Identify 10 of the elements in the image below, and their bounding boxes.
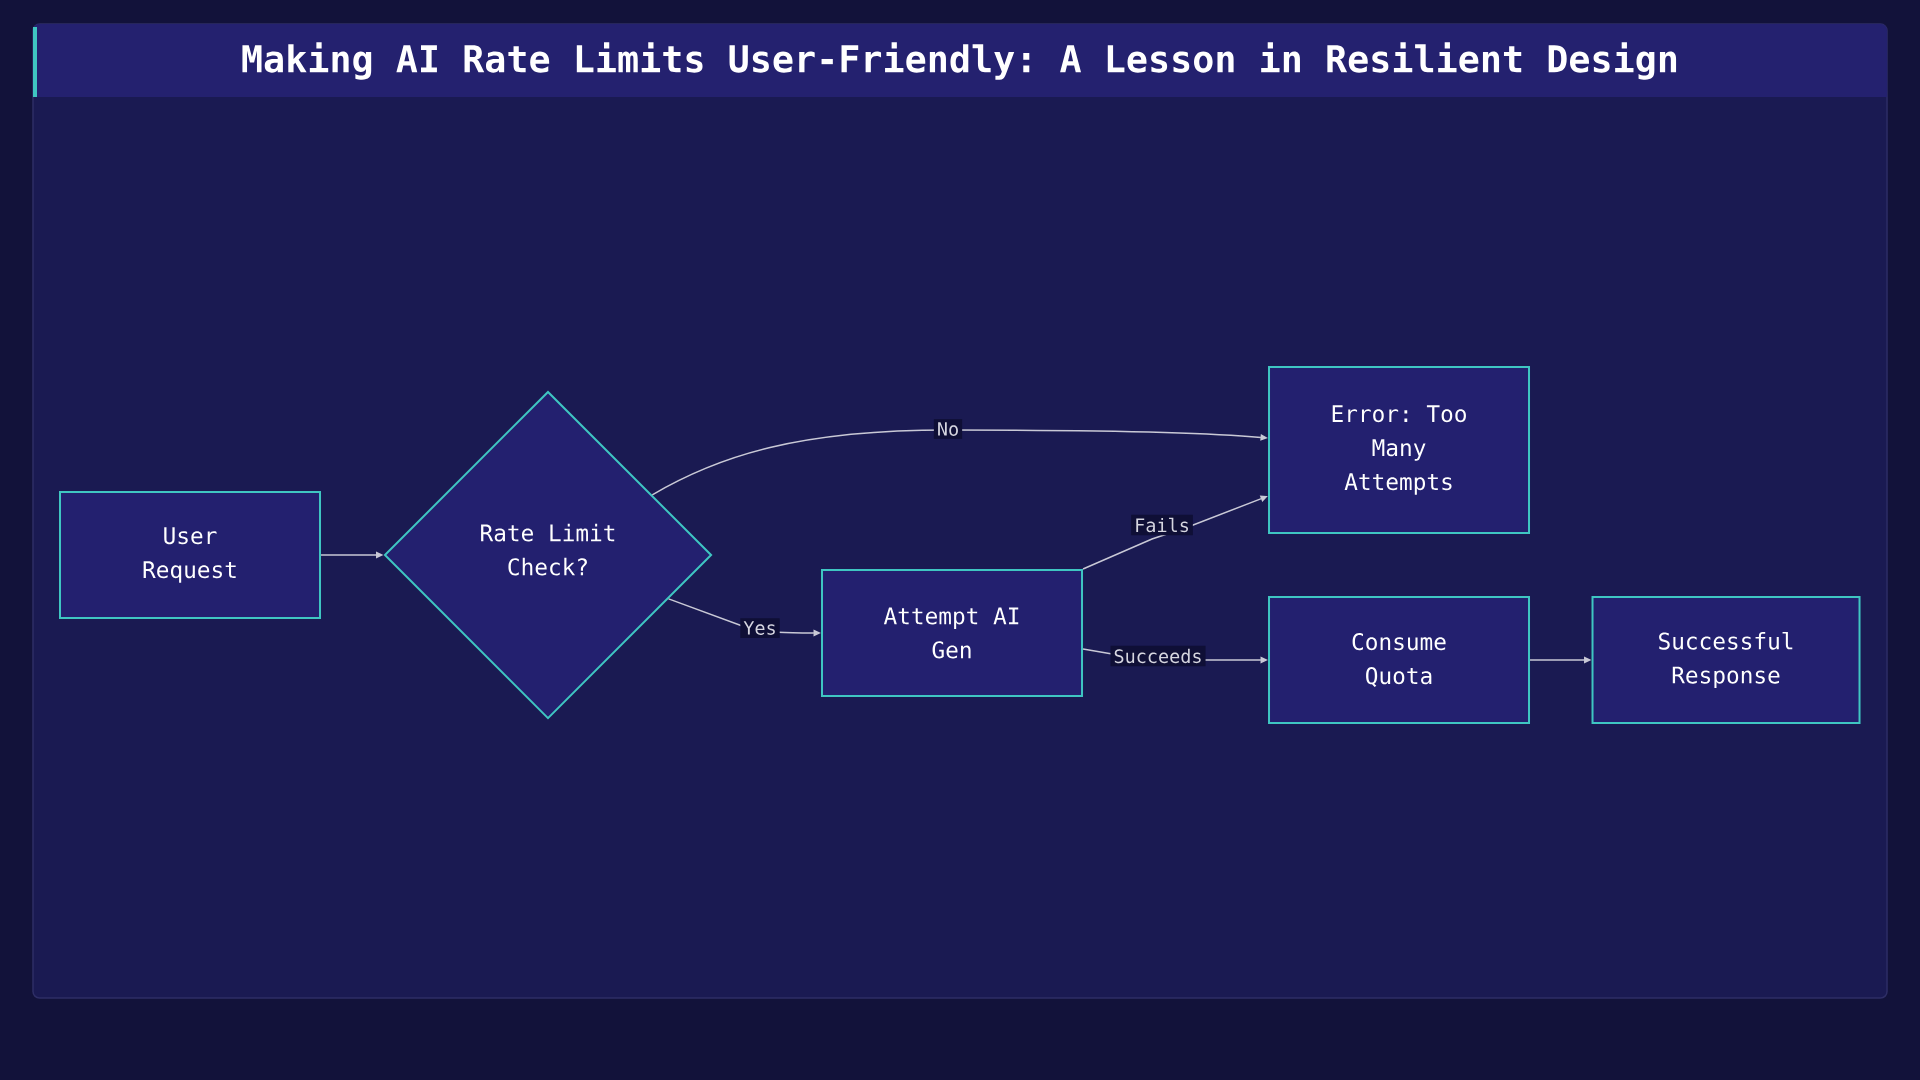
edge-label: No bbox=[933, 419, 963, 439]
process-box: Attempt AI Gen bbox=[821, 569, 1083, 697]
process-box: User Request bbox=[59, 491, 321, 619]
title: Making AI Rate Limits User-Friendly: A Lesson in Resilient Design bbox=[242, 42, 1677, 80]
process-box: Consume Quota bbox=[1268, 596, 1530, 724]
process-box: Error: Too Many Attempts bbox=[1268, 366, 1530, 534]
edge-label: Succeeds bbox=[1110, 645, 1206, 667]
edge-label: Fails bbox=[1131, 514, 1193, 536]
process-box: Successful Response bbox=[1591, 596, 1861, 724]
edge-label: Yes bbox=[740, 618, 780, 638]
